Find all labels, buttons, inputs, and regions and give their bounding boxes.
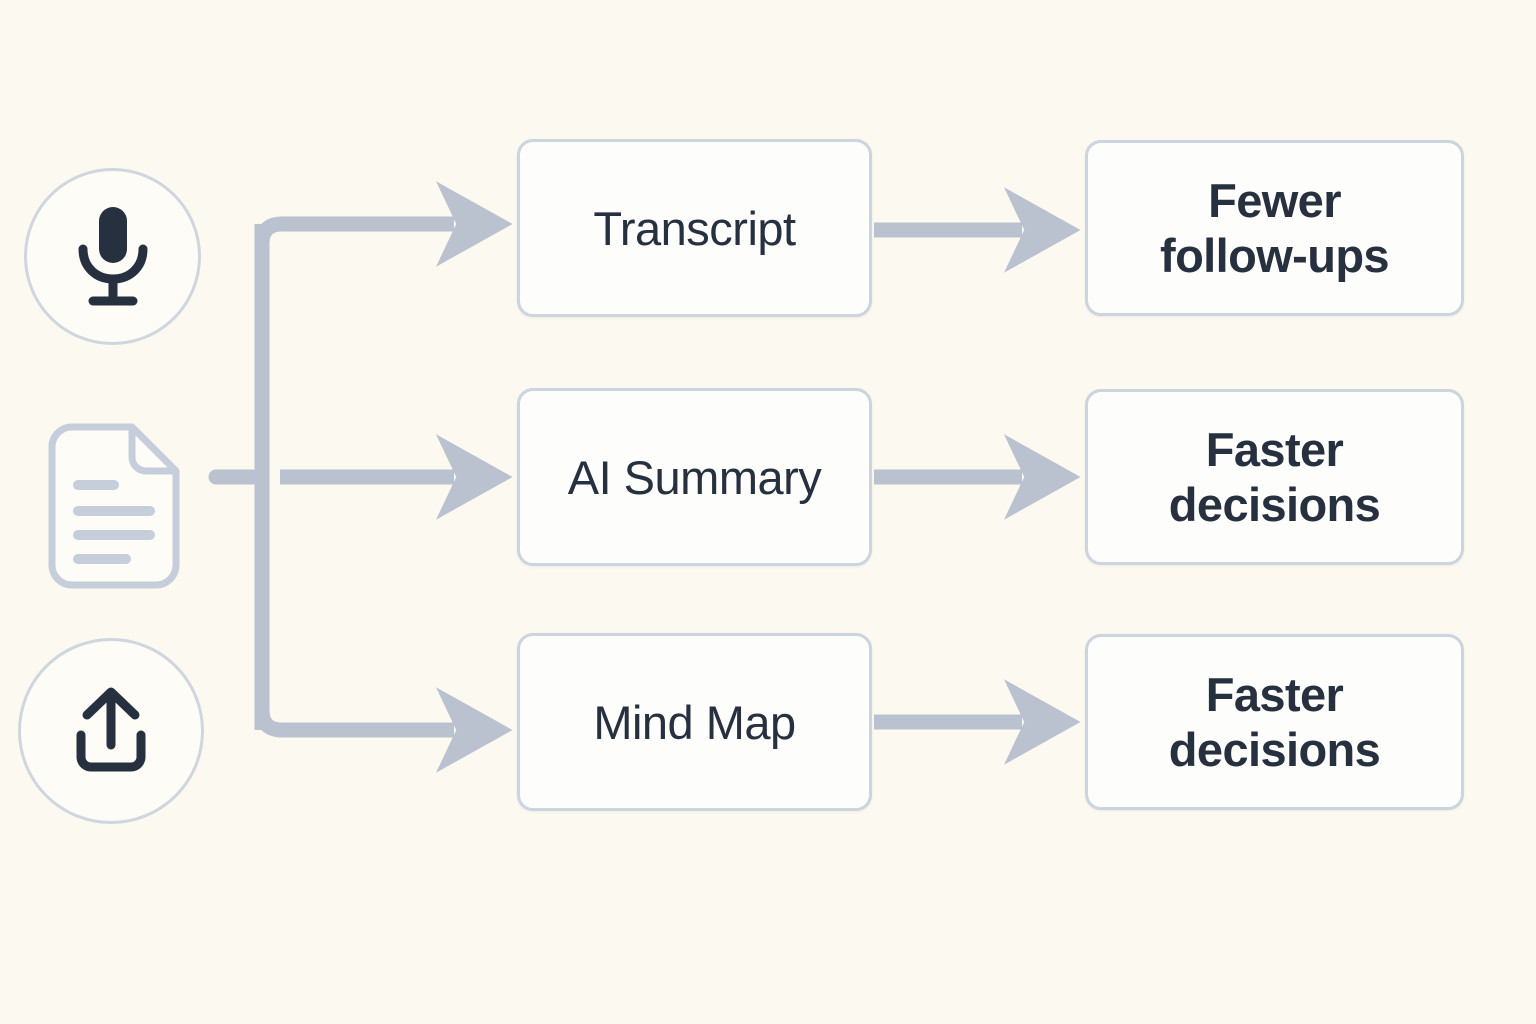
process-box-mind-map[interactable]: Mind Map	[517, 633, 872, 811]
outcome-label: Faster decisions	[1168, 667, 1381, 776]
bus-to-process-arrows	[280, 181, 513, 773]
source-microphone[interactable]	[24, 168, 201, 345]
microphone-icon	[78, 206, 147, 305]
outcome-label: Faster decisions	[1168, 422, 1381, 531]
source-bus-connector	[208, 216, 288, 738]
process-label: Transcript	[593, 201, 796, 255]
source-document[interactable]	[40, 415, 188, 597]
document-icon	[48, 423, 180, 589]
outcome-box-faster-decisions-1[interactable]: Faster decisions	[1085, 389, 1464, 565]
process-to-outcome-arrows	[874, 187, 1081, 765]
process-box-ai-summary[interactable]: AI Summary	[517, 388, 872, 566]
process-label: Mind Map	[593, 695, 796, 749]
outcome-label: Fewer follow-ups	[1160, 173, 1390, 282]
outcome-box-faster-decisions-2[interactable]: Faster decisions	[1085, 634, 1464, 810]
outcome-box-fewer-follow-ups[interactable]: Fewer follow-ups	[1085, 140, 1464, 316]
process-box-transcript[interactable]: Transcript	[517, 139, 872, 317]
source-upload[interactable]	[18, 638, 204, 824]
upload-icon	[76, 687, 146, 772]
process-label: AI Summary	[567, 450, 822, 504]
